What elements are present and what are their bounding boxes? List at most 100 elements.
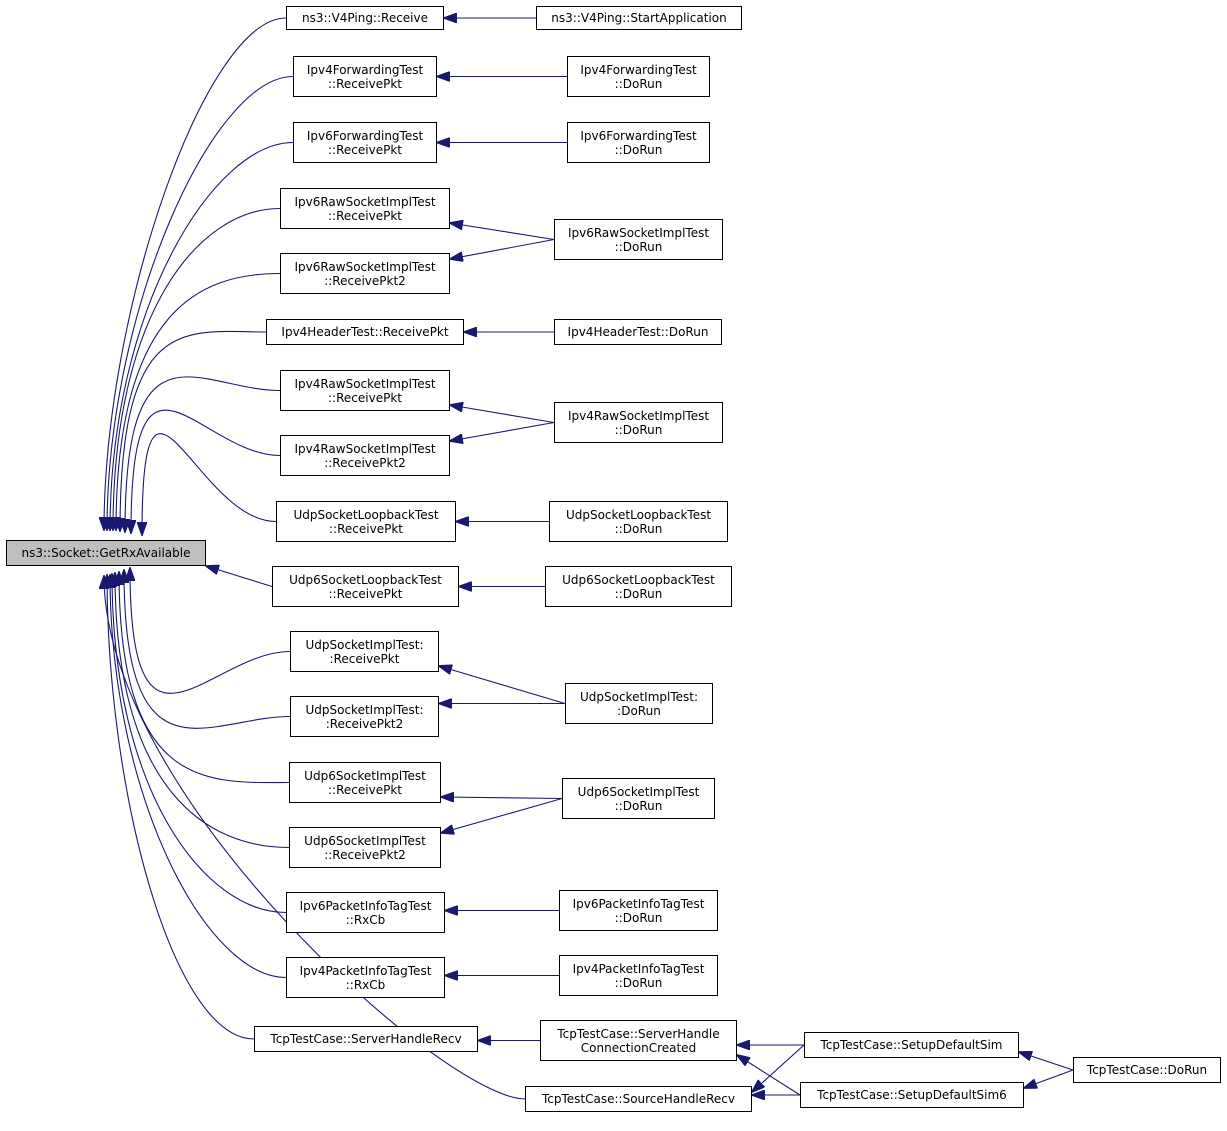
node-label-line: ::ReceivePkt: [329, 521, 403, 536]
node-ipv4hdr-recv[interactable]: Ipv4HeaderTest::ReceivePkt: [266, 319, 464, 345]
node-label-line: Ipv6PacketInfoTagTest: [299, 898, 432, 913]
edge-udp6impl-recv2-to-root: [115, 573, 290, 849]
node-label-line: ::ReceivePkt: [328, 782, 402, 797]
node-label-line: ::DoRun: [614, 76, 663, 91]
node-udp6impl-recv[interactable]: Udp6SocketImplTest::ReceivePkt: [289, 762, 441, 803]
node-ipv4fwd-recv[interactable]: Ipv4ForwardingTest::ReceivePkt: [293, 56, 437, 97]
node-ipv6fwd-run[interactable]: Ipv6ForwardingTest::DoRun: [567, 122, 710, 163]
node-ipv6raw-recv2[interactable]: Ipv6RawSocketImplTest::ReceivePkt2: [280, 253, 450, 294]
edge-tcp-source-recv-to-root: [104, 576, 526, 1100]
node-label-line: ConnectionCreated: [580, 1040, 697, 1055]
node-udp6lb-recv[interactable]: Udp6SocketLoopbackTest::ReceivePkt: [272, 566, 459, 607]
node-label-line: UdpSocketLoopbackTest: [293, 507, 439, 522]
node-tcp-setup[interactable]: TcpTestCase::SetupDefaultSim: [804, 1032, 1019, 1058]
node-udp6impl-recv2[interactable]: Udp6SocketImplTest::ReceivePkt2: [289, 827, 441, 868]
edge-tcp-setup6-to-tcp-server-conn: [737, 1055, 801, 1096]
node-label-line: Ipv4ForwardingTest: [306, 62, 424, 77]
node-label-line: ::ReceivePkt: [328, 142, 402, 157]
node-label-line: Udp6SocketLoopbackTest: [562, 572, 715, 587]
node-label-line: ::DoRun: [614, 521, 663, 536]
node-label-line: Ipv6ForwardingTest: [306, 128, 424, 143]
edge-tcp-setup-to-tcp-source-recv: [752, 1044, 805, 1092]
node-label-line: ::DoRun: [614, 142, 663, 157]
edge-udplb-recv-to-root: [142, 433, 277, 535]
node-label-line: Ipv4HeaderTest::DoRun: [567, 325, 709, 339]
node-label-line: Ipv4RawSocketImplTest: [294, 376, 436, 391]
node-root: ns3::Socket::GetRxAvailable: [6, 540, 206, 566]
node-label-line: Ipv6RawSocketImplTest: [294, 259, 436, 274]
node-label-line: ::ReceivePkt2: [324, 455, 406, 470]
edge-tcp-server-recv-to-root: [107, 575, 255, 1040]
node-label-line: ns3::Socket::GetRxAvailable: [21, 546, 191, 560]
node-udp6impl-run[interactable]: Udp6SocketImplTest::DoRun: [562, 778, 715, 819]
node-ipv4raw-recv[interactable]: Ipv4RawSocketImplTest::ReceivePkt: [280, 370, 450, 411]
node-ipv4hdr-run[interactable]: Ipv4HeaderTest::DoRun: [554, 319, 722, 345]
node-ipv6fwd-recv[interactable]: Ipv6ForwardingTest::ReceivePkt: [293, 122, 437, 163]
node-ipv6raw-run[interactable]: Ipv6RawSocketImplTest::DoRun: [554, 219, 723, 260]
node-label-line: UdpSocketImplTest:: [579, 689, 699, 704]
node-label-line: Udp6SocketImplTest: [577, 784, 700, 799]
node-label-line: TcpTestCase::DoRun: [1086, 1063, 1208, 1077]
edge-ipv6raw-run-to-ipv6raw-recv: [450, 223, 555, 241]
node-label-line: :ReceivePkt: [329, 651, 400, 666]
node-label-line: ::ReceivePkt: [328, 208, 402, 223]
node-label-line: Ipv4ForwardingTest: [580, 62, 697, 77]
node-label-line: TcpTestCase::SetupDefaultSim: [820, 1038, 1003, 1052]
node-ipv6raw-recv[interactable]: Ipv6RawSocketImplTest::ReceivePkt: [280, 188, 450, 229]
node-ipv4pit-run[interactable]: Ipv4PacketInfoTagTest::DoRun: [559, 955, 718, 996]
node-ipv4fwd-run[interactable]: Ipv4ForwardingTest::DoRun: [567, 56, 710, 97]
node-ipv4raw-run[interactable]: Ipv4RawSocketImplTest::DoRun: [554, 402, 723, 443]
node-ipv6pit-rx[interactable]: Ipv6PacketInfoTagTest::RxCb: [286, 892, 445, 933]
node-label-line: Ipv4RawSocketImplTest: [567, 408, 710, 423]
node-udp6lb-run[interactable]: Udp6SocketLoopbackTest::DoRun: [545, 566, 732, 607]
node-v4ping-start[interactable]: ns3::V4Ping::StartApplication: [536, 6, 742, 30]
node-ipv4raw-recv2[interactable]: Ipv4RawSocketImplTest::ReceivePkt2: [280, 435, 450, 476]
edge-tcp-run-to-tcp-setup: [1019, 1052, 1074, 1071]
node-label-line: TcpTestCase::ServerHandleRecv: [270, 1032, 462, 1046]
node-udpimpl-recv[interactable]: UdpSocketImplTest::ReceivePkt: [290, 631, 439, 672]
node-tcp-setup6[interactable]: TcpTestCase::SetupDefaultSim6: [800, 1082, 1024, 1108]
node-tcp-server-recv[interactable]: TcpTestCase::ServerHandleRecv: [254, 1026, 478, 1052]
node-ipv4pit-rx[interactable]: Ipv4PacketInfoTagTest::RxCb: [286, 957, 445, 998]
node-label-line: :ReceivePkt2: [325, 716, 404, 731]
node-tcp-run[interactable]: TcpTestCase::DoRun: [1073, 1057, 1221, 1083]
node-label-line: ::DoRun: [614, 975, 663, 990]
edge-ipv4raw-run-to-ipv4raw-recv2: [450, 421, 555, 442]
edge-ipv6raw-run-to-ipv6raw-recv2: [450, 238, 555, 260]
node-label-line: ::ReceivePkt: [328, 390, 402, 405]
node-udpimpl-recv2[interactable]: UdpSocketImplTest::ReceivePkt2: [290, 696, 439, 737]
node-udpimpl-run[interactable]: UdpSocketImplTest::DoRun: [565, 683, 713, 724]
edge-udp6impl-run-to-udp6impl-recv: [441, 797, 563, 799]
node-v4ping-receive[interactable]: ns3::V4Ping::Receive: [286, 6, 444, 30]
node-label-line: Udp6SocketImplTest: [304, 833, 426, 848]
node-tcp-source-recv[interactable]: TcpTestCase::SourceHandleRecv: [525, 1086, 752, 1112]
edge-ipv4pit-rx-to-root: [110, 575, 287, 979]
edge-udpimpl-recv2-to-root: [124, 570, 291, 729]
node-label-line: Ipv6PacketInfoTagTest: [572, 896, 705, 911]
node-udplb-recv[interactable]: UdpSocketLoopbackTest::ReceivePkt: [276, 501, 456, 542]
node-label-line: ::DoRun: [614, 798, 663, 813]
node-label-line: ::RxCb: [345, 977, 386, 992]
edge-tcp-run-to-tcp-setup6: [1024, 1069, 1074, 1088]
edge-ipv6fwd-recv-to-root: [110, 141, 294, 531]
edge-ipv6pit-rx-to-root: [112, 574, 287, 914]
node-label-line: ::DoRun: [614, 910, 663, 925]
node-label-line: TcpTestCase::ServerHandle: [557, 1026, 720, 1041]
node-label-line: UdpSocketLoopbackTest: [565, 507, 712, 522]
node-label-line: ::ReceivePkt2: [324, 273, 406, 288]
edge-ipv6raw-recv2-to-root: [116, 272, 281, 531]
node-label-line: ns3::V4Ping::StartApplication: [551, 11, 727, 25]
edge-ipv4raw-recv2-to-root: [131, 409, 281, 533]
node-ipv6pit-run[interactable]: Ipv6PacketInfoTagTest::DoRun: [559, 890, 718, 931]
node-label-line: Ipv6RawSocketImplTest: [567, 225, 710, 240]
edge-udp6impl-run-to-udp6impl-recv2: [441, 797, 563, 834]
node-label-line: Ipv6ForwardingTest: [580, 128, 697, 143]
node-label-line: Ipv4PacketInfoTagTest: [299, 963, 432, 978]
node-label-line: ::ReceivePkt: [328, 586, 403, 601]
node-label-line: ::DoRun: [614, 586, 663, 601]
node-udplb-run[interactable]: UdpSocketLoopbackTest::DoRun: [549, 501, 728, 542]
node-label-line: :DoRun: [617, 703, 661, 718]
